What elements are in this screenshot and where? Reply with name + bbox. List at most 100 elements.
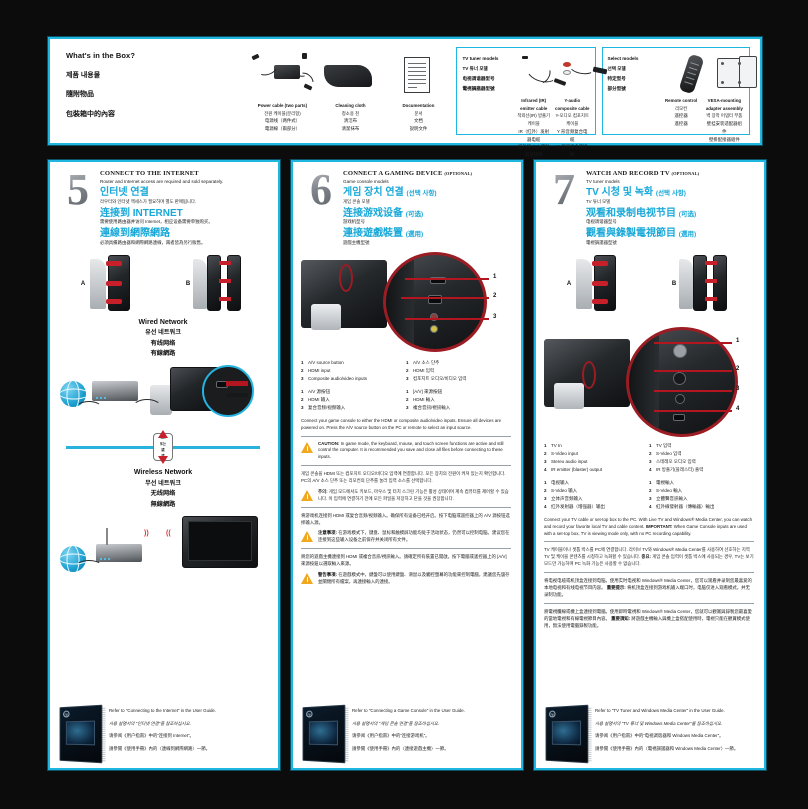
step-title-en: WATCH AND RECORD TV (OPTIONAL) xyxy=(586,170,700,177)
step-number: 5 xyxy=(58,167,98,211)
warning-triangle-icon xyxy=(301,573,314,585)
divider xyxy=(544,572,754,574)
or-label-box: OR 또는 或 或 xyxy=(153,430,173,464)
step-subtitle-en: Router and Internet access are required … xyxy=(100,178,224,184)
cable-insert-illustration xyxy=(193,253,245,315)
figure-b: B xyxy=(186,253,245,315)
step-title-ko: 게임 장치 연결 (선택 사항) xyxy=(343,187,437,198)
ir-emitter-cable-icon xyxy=(516,52,567,94)
box-item-remote-control: Remote control 리모컨 遥控器 遙控器 xyxy=(662,52,705,128)
figure-b: B xyxy=(672,253,731,315)
vesa-mounting-adapter-icon xyxy=(705,52,757,94)
step-6-instructions-zh-cn: 将游戏机连接到 HDMI 或复合音频/视频输入。确保所有设备已经开启。按下电脑或… xyxy=(301,512,510,525)
divider xyxy=(544,541,754,543)
step-6-footer: hp Refer to "Connecting a Game Console" … xyxy=(301,704,513,764)
remote-control-icon xyxy=(662,52,705,95)
wired-network-label: Wired Network 유선 네트워크 有线网络 有線網路 xyxy=(138,318,188,358)
important-text-en: When Game Console inputs are used with a… xyxy=(544,523,747,536)
step-7-footer: hp Refer to "TV Tuner and Windows Media … xyxy=(544,704,756,764)
box-item-caption: Cleaning cloth 청소용 천 清洁布 清潔抹布 xyxy=(335,103,366,132)
step-5-figures: A B xyxy=(58,253,268,315)
step-title-optional-ko: (선택 사항) xyxy=(655,190,686,197)
user-guide-booklet-image: hp xyxy=(302,704,349,764)
important-label-zh-cn: 重要提示: xyxy=(606,585,626,591)
box-item-caption: Documentation 문서 文档 說明文件 xyxy=(402,103,435,132)
step-7-port-callout-figure: 1 2 3 4 xyxy=(544,321,754,439)
step-subtitle-zh-cn: 电视调谐器型号 xyxy=(586,219,617,224)
callout-number: 2 xyxy=(493,292,497,299)
callout-number: 3 xyxy=(736,385,740,392)
box-title-en: What's in the Box? xyxy=(66,51,135,60)
box-title-zh-tw: 包裝箱中的內容 xyxy=(66,110,115,118)
step-title-zh-tw: 連接遊戲裝置 (選用) xyxy=(343,228,424,239)
box-title-zh-cn: 隨附物品 xyxy=(66,91,94,98)
whats-in-the-box-titles: What's in the Box? 제품 내용물 隨附物品 包裝箱中的內容 xyxy=(60,47,250,135)
divider xyxy=(301,506,511,508)
step-subtitle-en: Game console models xyxy=(343,178,389,184)
step-7-panel: 7 WATCH AND RECORD TV (OPTIONAL) TV tune… xyxy=(534,160,766,770)
important-text-zh-tw: 將遊戲主機輸入與機上盒搭配使用時，電視只能在觀賞模式使用，無法使用電腦錄製功能。 xyxy=(544,616,750,629)
step-title-zh-cn: 连接游戏设备 (可选) xyxy=(343,207,424,219)
figure-a-label: A xyxy=(80,280,86,287)
wifi-wave-icon: )) xyxy=(144,529,149,537)
wireless-network-label: Wireless Network 무선 네트워크 无线网络 無線網路 xyxy=(133,469,193,508)
box-item-caption: Remote control 리모컨 遥控器 遙控器 xyxy=(665,98,698,127)
step-7-instructions-zh-cn: 将电视电缆或机顶盒连接到电脑。使用实时电视和 Windows® Media Ce… xyxy=(544,578,752,598)
step-subtitle-zh-tw: 遊戲主機型號 xyxy=(343,239,370,245)
router-illustration xyxy=(92,381,138,401)
step-6-header: 6 CONNECT A GAMING DEVICE (OPTIONAL) Gam… xyxy=(301,167,511,246)
step-title-en: CONNECT TO THE INTERNET xyxy=(100,170,199,177)
arrow-down-icon xyxy=(158,456,168,464)
y-audio-composite-cable-icon xyxy=(555,52,608,94)
caution-label-en: CAUTION: xyxy=(318,440,340,446)
step-subtitle-ko: TV 튜너 모델 xyxy=(586,198,611,204)
step-title-ko: TV 시청 및 녹화 (선택 사항) xyxy=(586,187,686,198)
cable-insert-illustration xyxy=(679,253,731,315)
step-7-instructions-zh-tw: 將電視纜線或機上盒連接到電腦。使用即時電視和 Windows® Media Ce… xyxy=(544,609,752,629)
wireless-router-illustration xyxy=(96,543,142,562)
divider xyxy=(544,603,754,605)
step-7-instructions-en: Connect your TV cable or set-top box to … xyxy=(544,516,753,536)
ports-zoom-bubble xyxy=(626,326,738,437)
step-5-header: 5 CONNECT TO THE INTERNET Router and Int… xyxy=(58,167,268,246)
step-5-footer: hp Refer to "Connecting to the Internet"… xyxy=(58,704,270,764)
step-title-optional-zh-cn: (可选) xyxy=(405,210,424,218)
callout-number: 2 xyxy=(736,365,740,372)
figure-b-label: B xyxy=(185,280,191,287)
callout-number: 3 xyxy=(493,313,497,320)
warning-triangle-icon xyxy=(301,489,314,502)
list-item: 1[A/V] 來源按鈕 xyxy=(406,388,443,394)
step-subtitle-en: TV tuner models xyxy=(586,178,620,184)
step-title-optional-en: (OPTIONAL) xyxy=(671,171,700,176)
select-models-label: Select models 선택 모델 特定型号 部分型號 xyxy=(607,56,639,92)
divider xyxy=(301,435,511,437)
callout-number: 1 xyxy=(736,337,740,344)
box-item-ir-emitter: Infrared (IR) emitter cable 적외선(IR) 방출기 … xyxy=(516,52,567,159)
step-7-instructions-ko: TV 케이블이나 셋톱 박스를 PC에 연결합니다. 라이브 TV와 Windo… xyxy=(544,547,754,567)
caution-label-zh-cn: 注意事项: xyxy=(318,530,338,536)
select-models-subbox: Select models 선택 모델 特定型号 部分型號 xyxy=(601,47,757,142)
user-guide-booklet-image: hp xyxy=(545,704,592,764)
zoom-marker xyxy=(582,360,596,389)
